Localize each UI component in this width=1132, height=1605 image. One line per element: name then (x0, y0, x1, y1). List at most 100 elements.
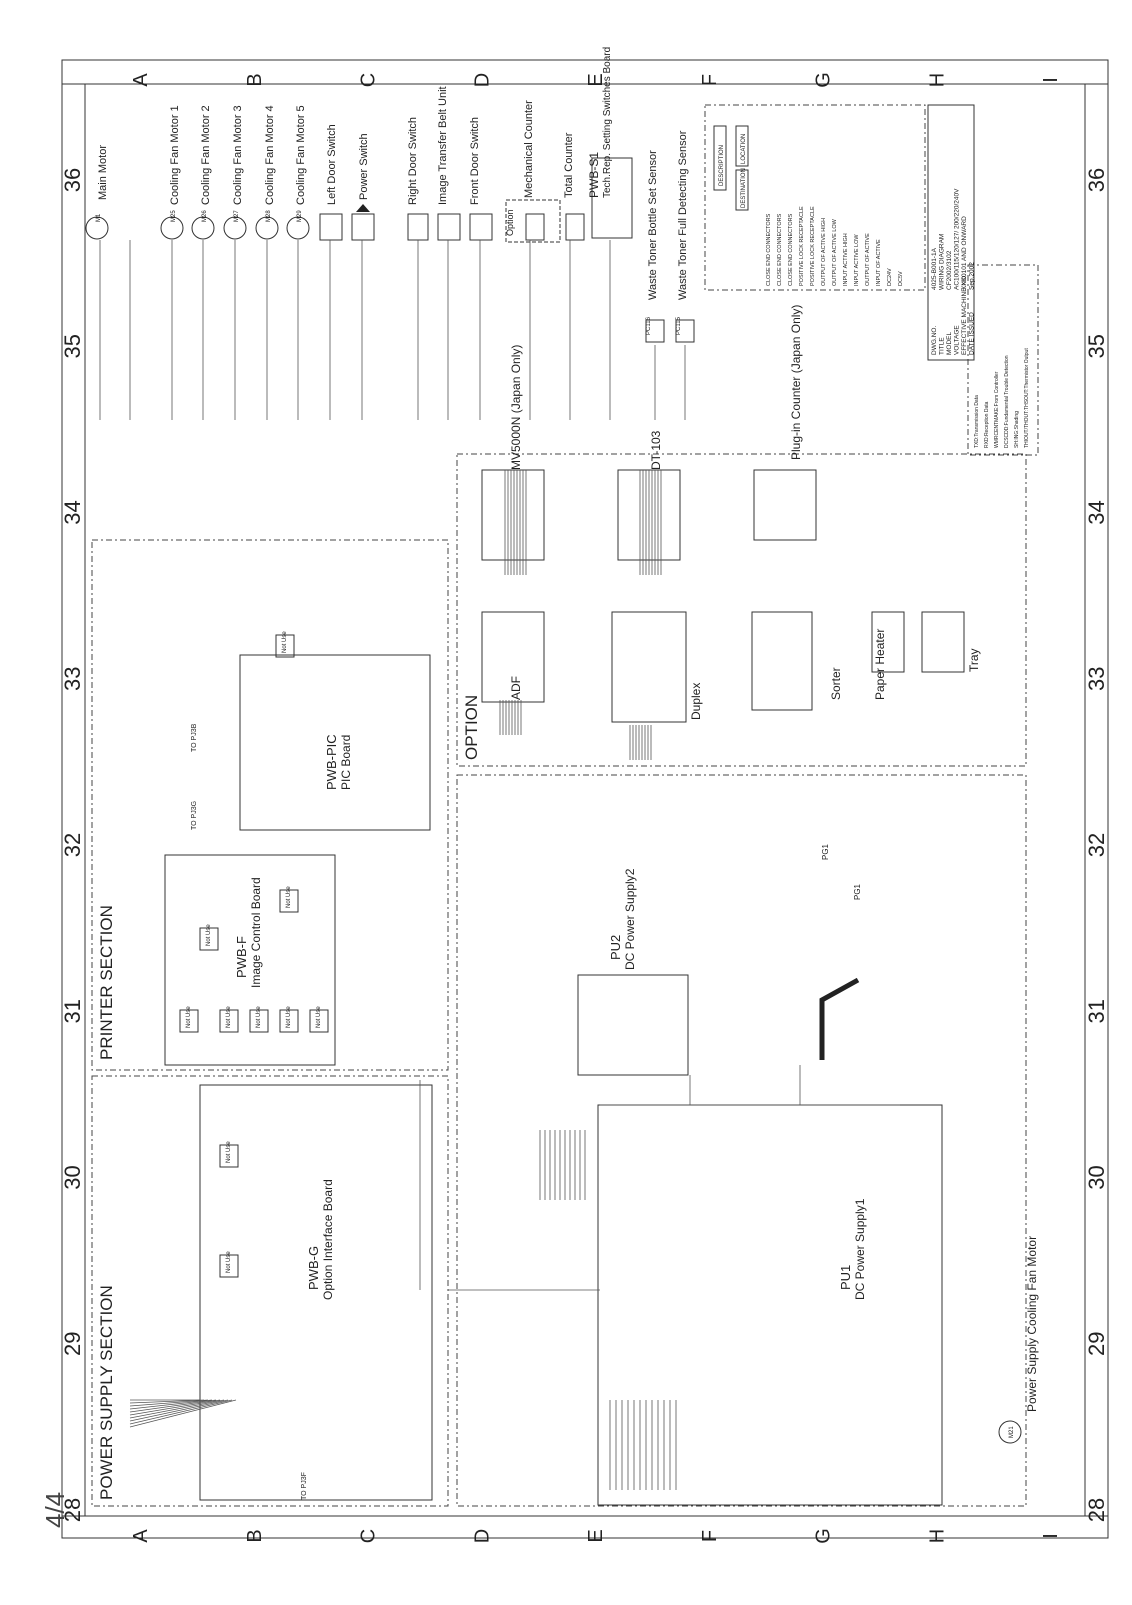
grid-col-right-29: 29 (1084, 1332, 1109, 1356)
grid-col-left-29: 29 (60, 1332, 85, 1356)
grid-col-left-31: 31 (60, 999, 85, 1023)
tray-label: Tray (967, 648, 981, 672)
pic-board-label: PIC Board (339, 735, 353, 790)
grid-col-right-35: 35 (1084, 334, 1109, 358)
grid-col-right-30: 30 (1084, 1165, 1109, 1189)
legend-item-9: OUTPUT OF ACTIVE (865, 233, 871, 286)
legend-item-8: INPUT ACTIVE LOW (854, 234, 860, 286)
fan1-label: Cooling Fan Motor 1 (169, 105, 181, 205)
legend-loc-header: LOCATION (741, 134, 747, 164)
grid-row-bottom-I: I (1040, 1533, 1062, 1539)
to-pj3g-label: TO PJ3G (191, 801, 198, 830)
total-counter-label: Total Counter (563, 132, 575, 198)
legend-item-0: CLOSE END CONNECTORS (766, 213, 772, 286)
legend-item-10: INPUT OF ACTIVE (876, 239, 882, 286)
duplex-label: Duplex (689, 683, 703, 720)
grid-row-bottom-D: D (471, 1529, 493, 1543)
signal-note-1: RXD:Reception Data (984, 401, 990, 448)
title-block-label-2: MODEL (946, 332, 953, 356)
dt103-label: DT-103 (649, 430, 663, 470)
grid-col-right-33: 33 (1084, 667, 1109, 691)
ps-fan-label: Power Supply Cooling Fan Motor (1025, 1236, 1039, 1412)
psfan-id: M21 (1009, 1426, 1015, 1438)
grid-row-top-D: D (471, 73, 493, 87)
pu1-label: PU1 (838, 1265, 853, 1290)
title-block-value-0: 4025-B001-1A (931, 247, 938, 290)
grid-row-top-I: I (1040, 77, 1062, 83)
grid-col-right-31: 31 (1084, 999, 1109, 1023)
option-tag: Option (505, 209, 515, 236)
option-section-box (456, 453, 1027, 767)
grid-col-right-36: 36 (1084, 168, 1109, 192)
to-pj3f-label: TO PJ3F (301, 1472, 308, 1500)
fan3-label: Cooling Fan Motor 3 (232, 105, 244, 205)
fan4-id: M28 (266, 210, 272, 222)
grid-row-top-B: B (244, 73, 266, 86)
pwb-f-label: PWB-F (234, 936, 249, 978)
grid-row-bottom-E: E (585, 1529, 607, 1542)
legend-box (704, 104, 926, 291)
grid-col-left-32: 32 (60, 833, 85, 857)
grid-col-right-32: 32 (1084, 833, 1109, 857)
grid-row-bottom-A: A (130, 1529, 152, 1543)
grid-col-left-28: 28 (60, 1498, 85, 1522)
grid-col-left-30: 30 (60, 1165, 85, 1189)
to-pj3b-label: TO PJ3B (191, 723, 198, 752)
not-use-10: Not Use (226, 1251, 232, 1273)
power-switch-label: Power Switch (358, 133, 370, 200)
fan2-id: M26 (202, 210, 208, 222)
fan3-id: M27 (234, 210, 240, 222)
title-block-label-0: DWG.NO. (931, 326, 938, 355)
legend-item-4: POSITIVE LOCK RECEPTACLE (810, 206, 816, 286)
power-supply-right-box (456, 774, 1027, 1507)
pu2-label: PU2 (608, 935, 623, 960)
grid-col-right-28: 28 (1084, 1498, 1109, 1522)
printer-section-title: PRINTER SECTION (97, 905, 116, 1060)
grid-columns-right: 36 35 34 33 32 31 30 29 28 (1084, 168, 1109, 1522)
grid-row-bottom-C: C (358, 1529, 380, 1543)
title-block-value-5: Sep.2002 (969, 262, 976, 290)
option-interface-label: Option Interface Board (321, 1179, 335, 1300)
fan5-label: Cooling Fan Motor 5 (295, 105, 307, 205)
not-use-6: Not Use (206, 924, 212, 946)
grid-col-right-34: 34 (1084, 500, 1109, 524)
grid-col-left-33: 33 (60, 667, 85, 691)
page-number: 4/4 (40, 1491, 70, 1528)
image-control-label: Image Control Board (249, 877, 263, 988)
not-use-2: Not Use (226, 1006, 232, 1028)
not-use-5: Not Use (316, 1006, 322, 1028)
legend-item-12: DC5V (898, 271, 904, 286)
title-block-label-5: DATE ISSUED (969, 312, 976, 355)
mv5000n-label: MV5000N (Japan Only) (509, 345, 523, 470)
sorter-label: Sorter (829, 667, 843, 700)
title-block-label-4: EFFECTIVE MACHINE NO. (961, 274, 968, 355)
not-use-8: Not Use (282, 631, 288, 653)
main-motor-label: Main Motor (97, 145, 109, 200)
power-supply-section-title: POWER SUPPLY SECTION (97, 1285, 116, 1500)
dc-ps2-label: DC Power Supply2 (623, 868, 637, 970)
signal-note-4: SH:ING:Shading (1014, 411, 1020, 448)
option-section-title: OPTION (462, 695, 481, 760)
title-block-value-3: AC100/115/120/127/ 200/220/240V (954, 188, 961, 290)
frame-outer (61, 59, 1109, 1539)
not-use-9: Not Use (226, 1141, 232, 1163)
signal-note-3: DCSCDD:Fundamental Trouble Detection (1004, 355, 1010, 448)
legend-item-7: INPUT ACTIVE HIGH (843, 233, 849, 286)
pwb-g-label: PWB-G (306, 1246, 321, 1290)
grid-row-bottom-G: G (813, 1528, 835, 1544)
grid-row-bottom-F: F (699, 1530, 721, 1542)
pwb-s1-desc: Tech.Rep. Setting Switches Board (602, 47, 613, 198)
front-door-switch-label: Front Door Switch (469, 117, 481, 205)
legend-item-1: CLOSE END CONNECTORS (777, 213, 783, 286)
title-block-label-3: VOLTAGE (954, 325, 961, 355)
right-door-switch-label: Right Door Switch (407, 117, 419, 205)
legend-item-6: OUTPUT OF ACTIVE LOW (832, 218, 838, 286)
pg1-label-1: PG1 (821, 843, 830, 860)
